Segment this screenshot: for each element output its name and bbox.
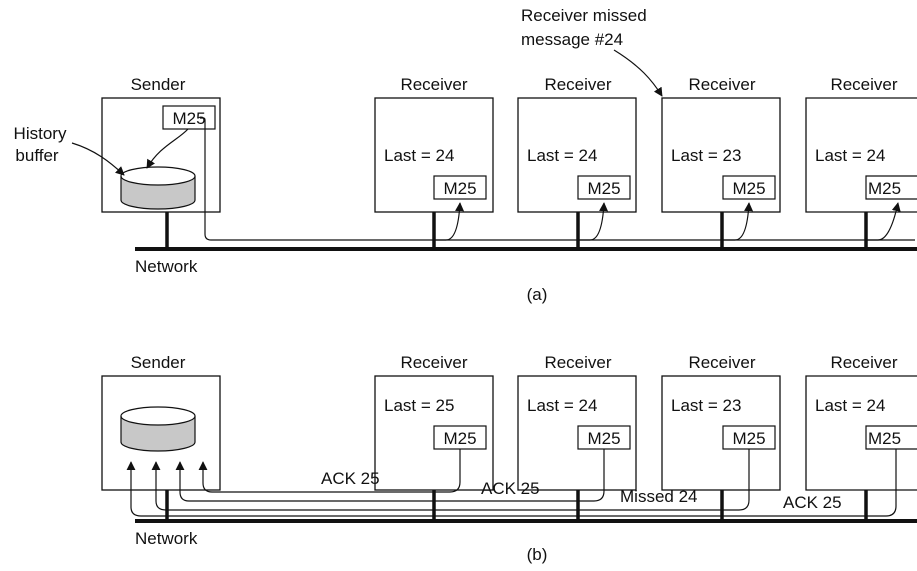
receiver-message-label: M25 — [443, 429, 476, 448]
ack-path — [198, 449, 461, 493]
multicast-path — [200, 117, 915, 241]
missed-annotation-arrow — [613, 49, 663, 97]
receiver-node: Receiver Last = 24 M25 — [517, 75, 637, 213]
receiver-title: Receiver — [544, 75, 611, 94]
receiver-message-label: M25 — [587, 429, 620, 448]
receiver-box — [805, 375, 917, 491]
receiver-title: Receiver — [400, 75, 467, 94]
receiver-last-label: Last = 24 — [815, 146, 885, 165]
delivery-arrow — [434, 202, 465, 241]
receiver-message-label: M25 — [868, 429, 901, 448]
receiver-message-label: M25 — [732, 429, 765, 448]
receiver-node: Receiver Last = 25 M25 — [374, 353, 494, 491]
reply-label: ACK 25 — [321, 469, 380, 488]
reply-label: ACK 25 — [481, 479, 540, 498]
ack-path — [175, 449, 605, 502]
receiver-title: Receiver — [688, 75, 755, 94]
history-buffer-icon — [120, 166, 196, 210]
network-label: Network — [135, 529, 198, 548]
sender-node: Sender — [101, 353, 221, 491]
receiver-title: Receiver — [830, 75, 897, 94]
receiver-message-box — [433, 175, 487, 200]
receiver-message-label: M25 — [868, 179, 901, 198]
network-label: Network — [135, 257, 198, 276]
missed-annotation-line1: Receiver missed — [521, 6, 647, 25]
receiver-node: Receiver Last = 24 M25 — [805, 353, 917, 491]
receiver-last-label: Last = 24 — [815, 396, 885, 415]
sender-title: Sender — [131, 353, 186, 372]
receiver-node: Receiver Last = 23 M25 — [661, 353, 781, 491]
panel-caption: (b) — [527, 545, 548, 564]
delivery-arrow — [866, 202, 901, 241]
ack-path — [126, 449, 897, 517]
receiver-title: Receiver — [400, 353, 467, 372]
receiver-node: Receiver Last = 24 M25 — [374, 75, 494, 213]
sender-message-label: M25 — [172, 109, 205, 128]
receiver-node: Receiver Last = 24 M25 — [517, 353, 637, 491]
sender-message-box — [162, 105, 216, 130]
panel-a: Sender M25 History buffer Receiver misse… — [14, 6, 917, 304]
receiver-message-box — [865, 175, 917, 200]
store-in-buffer-arrow — [146, 128, 189, 169]
sender-title: Sender — [131, 75, 186, 94]
receiver-title: Receiver — [544, 353, 611, 372]
nack-path — [151, 449, 750, 511]
receiver-message-box — [865, 425, 917, 450]
receiver-message-label: M25 — [587, 179, 620, 198]
reply-label: Missed 24 — [620, 487, 697, 506]
history-buffer-label-line1: History — [14, 124, 67, 143]
receiver-last-label: Last = 24 — [384, 146, 454, 165]
reply-label: ACK 25 — [783, 493, 842, 512]
receiver-last-label: Last = 23 — [671, 396, 741, 415]
receiver-last-label: Last = 24 — [527, 396, 597, 415]
missed-annotation-line2: message #24 — [521, 30, 623, 49]
sender-node: Sender M25 — [101, 75, 221, 213]
receiver-title: Receiver — [830, 353, 897, 372]
delivery-arrow — [722, 202, 754, 241]
receiver-last-label: Last = 25 — [384, 396, 454, 415]
receiver-last-label: Last = 24 — [527, 146, 597, 165]
receiver-message-label: M25 — [732, 179, 765, 198]
receiver-last-label: Last = 23 — [671, 146, 741, 165]
receiver-node: Receiver Last = 24 M25 — [805, 75, 917, 213]
receiver-title: Receiver — [688, 353, 755, 372]
receiver-node: Receiver Last = 23 M25 — [661, 75, 781, 213]
history-buffer-pointer-arrow — [71, 142, 125, 176]
panel-b: Sender Receiver Last = 25 M25 Receiver L… — [101, 353, 917, 564]
receiver-message-box — [577, 175, 631, 200]
delivery-arrow — [578, 202, 609, 241]
panel-caption: (a) — [527, 285, 548, 304]
receiver-message-label: M25 — [443, 179, 476, 198]
history-buffer-icon — [120, 406, 196, 452]
history-buffer-label-line2: buffer — [15, 146, 59, 165]
receiver-message-box — [722, 175, 776, 200]
